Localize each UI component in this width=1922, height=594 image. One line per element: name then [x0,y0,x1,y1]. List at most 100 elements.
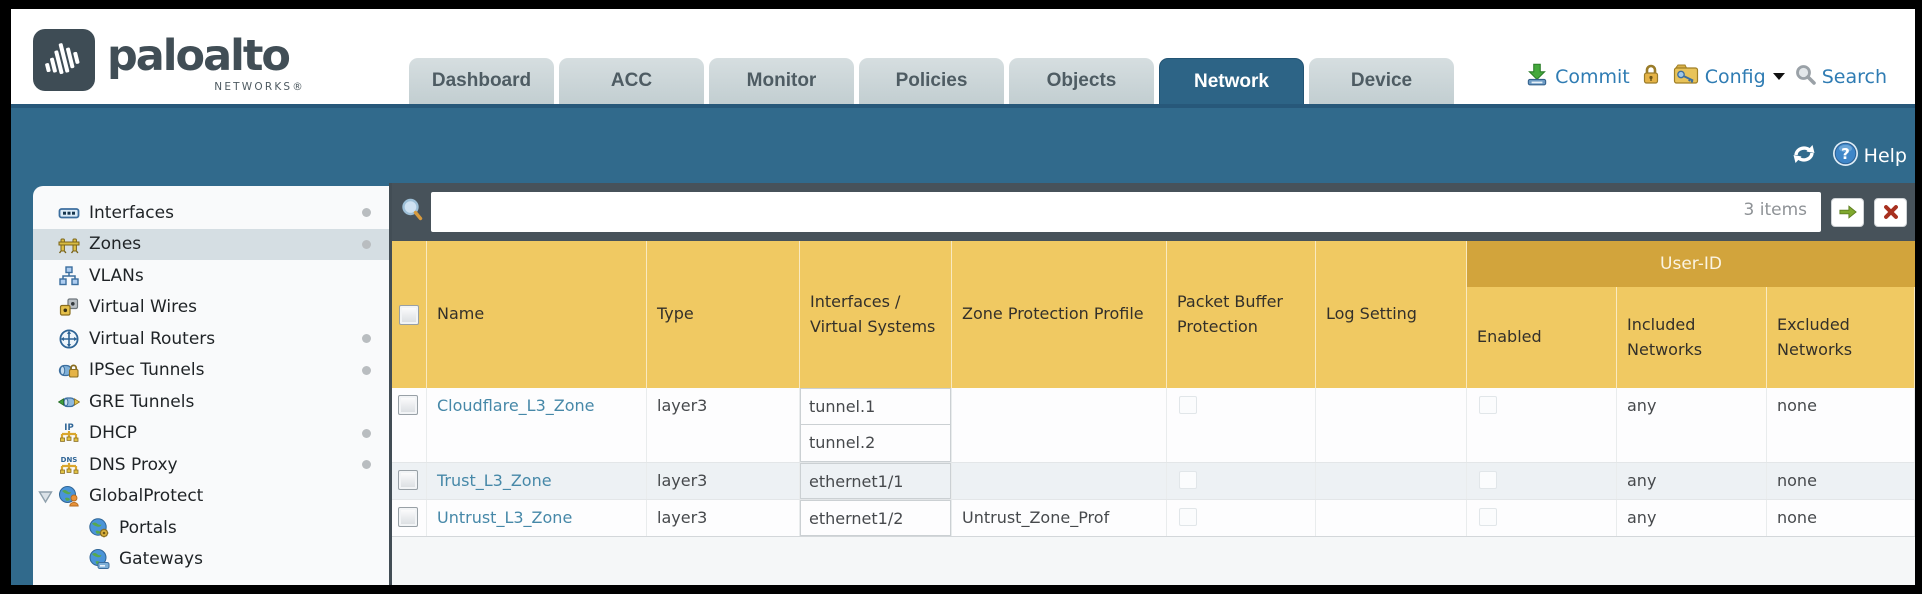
zone-name-link[interactable]: Untrust_L3_Zone [437,508,573,527]
sidebar-item-label: DNS Proxy [89,454,178,475]
teal-band: ? Help Interfaces [11,104,1915,585]
gre-tunnels-icon [57,391,81,413]
column-header-included-networks[interactable]: Included Networks [1617,287,1767,388]
help-label: Help [1863,145,1907,167]
user-id-enabled-checkbox[interactable] [1479,396,1497,414]
sidebar-item-gre-tunnels[interactable]: GRE Tunnels [33,386,389,418]
search-icon [1794,63,1817,91]
interface-item: ethernet1/1 [800,463,951,499]
tab-network[interactable]: Network [1159,58,1304,104]
apply-filter-button[interactable] [1831,197,1864,227]
row-select-checkbox[interactable] [398,507,418,527]
sidebar-item-dhcp[interactable]: IP DHCP [33,418,389,450]
column-header-enabled[interactable]: Enabled [1467,287,1617,388]
sidebar-item-zones[interactable]: Zones [33,228,389,260]
search-button[interactable]: Search [1794,63,1887,91]
sidebar-item-portals[interactable]: Portals [33,512,389,544]
dns-proxy-icon: DNS [58,454,80,476]
select-all-cell [392,241,427,388]
user-id-enabled-cell [1467,500,1617,536]
top-bar: paloalto NETWORKS® Dashboard ACC Monitor… [11,9,1915,104]
sidebar-item-label: Gateways [119,549,203,570]
included-networks-cell: any [1617,388,1767,462]
filter-input[interactable] [431,192,1821,232]
zones-icon [58,233,80,255]
sidebar-item-interfaces[interactable]: Interfaces [33,197,389,229]
column-header-zone-protection-profile[interactable]: Zone Protection Profile [952,241,1167,388]
packet-buffer-protection-cell [1167,500,1316,536]
table-row: Cloudflare_L3_Zone layer3 tunnel.1 tunne… [392,388,1915,463]
column-header-type[interactable]: Type [647,241,800,388]
search-label: Search [1821,65,1887,88]
column-header-log-setting[interactable]: Log Setting [1316,241,1467,388]
clear-filter-button[interactable] [1874,197,1907,227]
sidebar-item-gateways[interactable]: Gateways [33,544,389,576]
expand-collapse-icon[interactable] [38,489,53,509]
zone-type-cell: layer3 [647,463,800,499]
sidebar-item-virtual-wires[interactable]: Virtual Wires [33,292,389,324]
select-all-checkbox[interactable] [399,304,419,325]
filter-search-icon [400,197,425,227]
tab-acc[interactable]: ACC [559,58,704,104]
column-header-packet-buffer-protection[interactable]: Packet Buffer Protection [1167,241,1316,388]
items-count: 3 items [1743,200,1807,220]
refresh-icon[interactable] [1790,141,1818,172]
included-networks-cell: any [1617,463,1767,499]
sidebar-item-label: GRE Tunnels [89,391,195,412]
brand-sub: NETWORKS® [214,81,305,93]
sidebar-item-label: Interfaces [89,202,174,223]
zones-panel: 3 items Name [389,183,1915,585]
packet-buffer-protection-checkbox[interactable] [1179,471,1197,489]
user-id-enabled-checkbox[interactable] [1479,508,1497,526]
column-header-interfaces[interactable]: Interfaces / Virtual Systems [800,241,952,388]
log-setting-cell [1316,463,1467,499]
network-sidebar: Interfaces Zones [33,186,389,585]
help-icon: ? [1832,140,1859,172]
sidebar-item-globalprotect[interactable]: GlobalProtect [33,481,389,513]
ipsec-tunnels-icon [58,359,80,381]
tab-policies[interactable]: Policies [859,58,1004,104]
tab-dashboard[interactable]: Dashboard [409,58,554,104]
row-select-checkbox[interactable] [398,395,418,415]
sidebar-item-dns-proxy[interactable]: DNS DNS Proxy [33,449,389,481]
zone-name-link[interactable]: Cloudflare_L3_Zone [437,396,595,415]
main-nav-tabs: Dashboard ACC Monitor Policies Objects N… [409,58,1454,104]
vlans-icon [58,265,80,287]
gateways-icon [88,548,110,570]
packet-buffer-protection-checkbox[interactable] [1179,508,1197,526]
row-select-checkbox[interactable] [398,470,418,490]
interface-item: tunnel.2 [800,425,951,462]
column-header-name[interactable]: Name [427,241,647,388]
brand-wordmark: paloalto [107,31,291,81]
tab-monitor[interactable]: Monitor [709,58,854,104]
tab-objects[interactable]: Objects [1009,58,1154,104]
band-tools: ? Help [1790,140,1907,172]
config-dropdown[interactable]: Config [1672,61,1785,92]
zone-type-cell: layer3 [647,388,800,462]
packet-buffer-protection-cell [1167,388,1316,462]
portals-icon [88,517,110,539]
zone-interfaces-cell: tunnel.1 tunnel.2 [800,388,952,462]
user-id-enabled-checkbox[interactable] [1479,471,1497,489]
commit-button[interactable]: Commit [1524,61,1630,92]
sidebar-item-ipsec-tunnels[interactable]: IPSec Tunnels [33,355,389,387]
status-dot [362,460,371,470]
commit-icon [1524,61,1550,92]
column-header-excluded-networks[interactable]: Excluded Networks [1767,287,1915,388]
chevron-down-icon [1772,73,1785,80]
sidebar-item-virtual-routers[interactable]: Virtual Routers [33,323,389,355]
filter-field: 3 items [431,192,1821,232]
packet-buffer-protection-checkbox[interactable] [1179,396,1197,414]
tab-device[interactable]: Device [1309,58,1454,104]
status-dot [362,208,371,218]
zone-name-link[interactable]: Trust_L3_Zone [437,471,552,490]
zone-interfaces-cell: ethernet1/1 [800,463,952,499]
zone-protection-profile-cell: Untrust_Zone_Prof [952,500,1167,536]
help-button[interactable]: ? Help [1832,140,1907,172]
sidebar-item-label: Virtual Wires [89,297,198,318]
sidebar-item-vlans[interactable]: VLANs [33,260,389,292]
lock-icon[interactable] [1639,62,1663,91]
dhcp-icon: IP [58,422,80,444]
excluded-networks-cell: none [1767,463,1915,499]
zones-table: Name Type Interfaces / Virtual Systems Z… [392,241,1915,537]
